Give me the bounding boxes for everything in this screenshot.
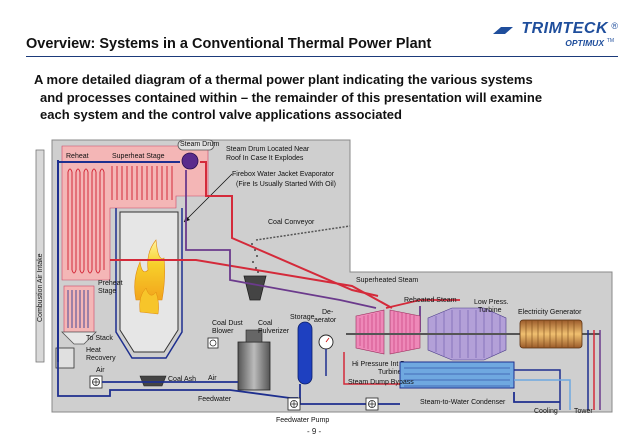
cooling-water-lines xyxy=(514,369,571,410)
label-preheat: Preheat xyxy=(98,280,123,287)
condenser-tubes xyxy=(404,367,510,387)
label-steam-drum-note-1: Steam Drum Located Near xyxy=(226,146,310,153)
trimteck-logo: TRIMTECK ® OPTIMUX TM xyxy=(486,20,626,54)
int-pressure-turbine xyxy=(389,309,421,355)
coal-pulverizer xyxy=(237,341,271,391)
air-fan-left xyxy=(89,375,103,389)
superheat-coil xyxy=(111,166,173,200)
label-combustion-air-intake: Combustion Air Intake xyxy=(37,253,44,322)
label-pulverizer: Pulverizer xyxy=(258,328,290,335)
logo-trademark: TM xyxy=(606,38,614,44)
logo-brand: TRIMTECK xyxy=(521,20,608,37)
label-steam-dump-bypass: Steam Dump Bypass xyxy=(348,379,414,386)
page-number: - 9 - xyxy=(307,427,322,436)
label-feedwater: Feedwater xyxy=(198,396,232,403)
reheat-coil xyxy=(67,168,105,274)
logo-registered: ® xyxy=(611,21,618,31)
pulverizer-top xyxy=(245,329,263,343)
label-coal: Coal xyxy=(258,320,273,327)
stack-hopper xyxy=(61,331,97,345)
label-air-left: Air xyxy=(96,367,105,374)
label-steam-drum-note-2: Roof In Case It Explodes xyxy=(226,155,304,162)
firebox-pointer xyxy=(183,173,233,223)
intro-line-2: and processes contained within – the rem… xyxy=(40,89,543,105)
label-reheated-steam: Reheated Steam xyxy=(404,297,457,304)
label-aerator: aerator xyxy=(314,317,337,324)
label-coal-dust: Coal Dust xyxy=(212,320,243,327)
feedwater-pump-icon xyxy=(287,397,301,411)
label-superheated-steam: Superheated Steam xyxy=(356,277,418,284)
coal-hopper xyxy=(243,275,267,301)
heat-recovery-unit xyxy=(55,347,75,369)
storage-tank xyxy=(297,321,313,385)
label-firebox-2: (Fire Is Usually Started With Oil) xyxy=(236,181,336,188)
coal-ash-bin xyxy=(139,375,167,387)
blower-fan-icon xyxy=(209,339,217,347)
label-turbine: Turbine xyxy=(478,307,502,314)
intro-line-1: A more detailed diagram of a thermal pow… xyxy=(34,72,533,87)
logo-sub: OPTIMUX xyxy=(565,38,604,48)
power-output-lines xyxy=(587,330,601,410)
deaerator-needle xyxy=(325,337,330,343)
steam-drum xyxy=(177,139,215,151)
firebox-flames xyxy=(134,239,165,315)
air-intake-duct xyxy=(35,149,45,363)
label-steam-drum: Steam Drum xyxy=(180,141,219,148)
label-superheat-stage: Superheat Stage xyxy=(112,153,165,160)
intro-line-3: each system and the control valve applic… xyxy=(40,107,402,122)
electricity-generator xyxy=(519,319,583,349)
condensate-pump-icon xyxy=(365,397,379,411)
label-hi-pressure-turbines: Hi Pressure Int Press xyxy=(352,361,419,368)
label-turbines: Turbines xyxy=(378,369,405,376)
steam-drum-ball xyxy=(181,152,199,170)
label-coal-ash: Coal Ash xyxy=(168,376,196,383)
label-to-stack: To Stack xyxy=(86,335,113,342)
generator-windings xyxy=(525,320,575,348)
preheat-coil xyxy=(67,290,89,328)
label-air-bottom: Air xyxy=(208,375,217,382)
label-de: De- xyxy=(322,309,334,316)
hi-pressure-turbine xyxy=(355,309,385,355)
intro-paragraph: A more detailed diagram of a thermal pow… xyxy=(34,71,614,124)
preheat-stage xyxy=(63,285,95,333)
slide-title: Overview: Systems in a Conventional Ther… xyxy=(26,36,432,52)
label-steam-to-water-condenser: Steam-to-Water Condenser xyxy=(420,399,506,406)
label-firebox-1: Firebox Water Jacket Evaporator xyxy=(232,171,335,178)
steam-pipes xyxy=(57,160,460,362)
coal-conveyor-belt xyxy=(255,225,351,241)
label-tower: Tower xyxy=(574,408,593,415)
label-reheat: Reheat xyxy=(66,153,89,160)
title-underline xyxy=(26,56,618,57)
label-coal-conveyor: Coal Conveyor xyxy=(268,219,315,226)
label-stage: Stage xyxy=(98,288,116,295)
label-recovery: Recovery xyxy=(86,355,116,362)
label-storage: Storage xyxy=(290,314,315,321)
steam-to-water-condenser xyxy=(399,361,515,389)
coal-particles xyxy=(251,243,259,273)
steam-dump-bypass-line xyxy=(343,352,400,385)
label-low-press: Low Press. xyxy=(474,299,509,306)
label-heat: Heat xyxy=(86,347,101,354)
firebox-water-jacket xyxy=(115,208,183,359)
label-blower: Blower xyxy=(212,328,234,335)
label-electricity-generator: Electricity Generator xyxy=(518,309,582,316)
logo-swoosh-icon xyxy=(493,27,513,34)
label-feedwater-pump: Feedwater Pump xyxy=(276,417,329,424)
label-cooling: Cooling xyxy=(534,408,558,415)
coal-dust-blower xyxy=(207,337,219,349)
